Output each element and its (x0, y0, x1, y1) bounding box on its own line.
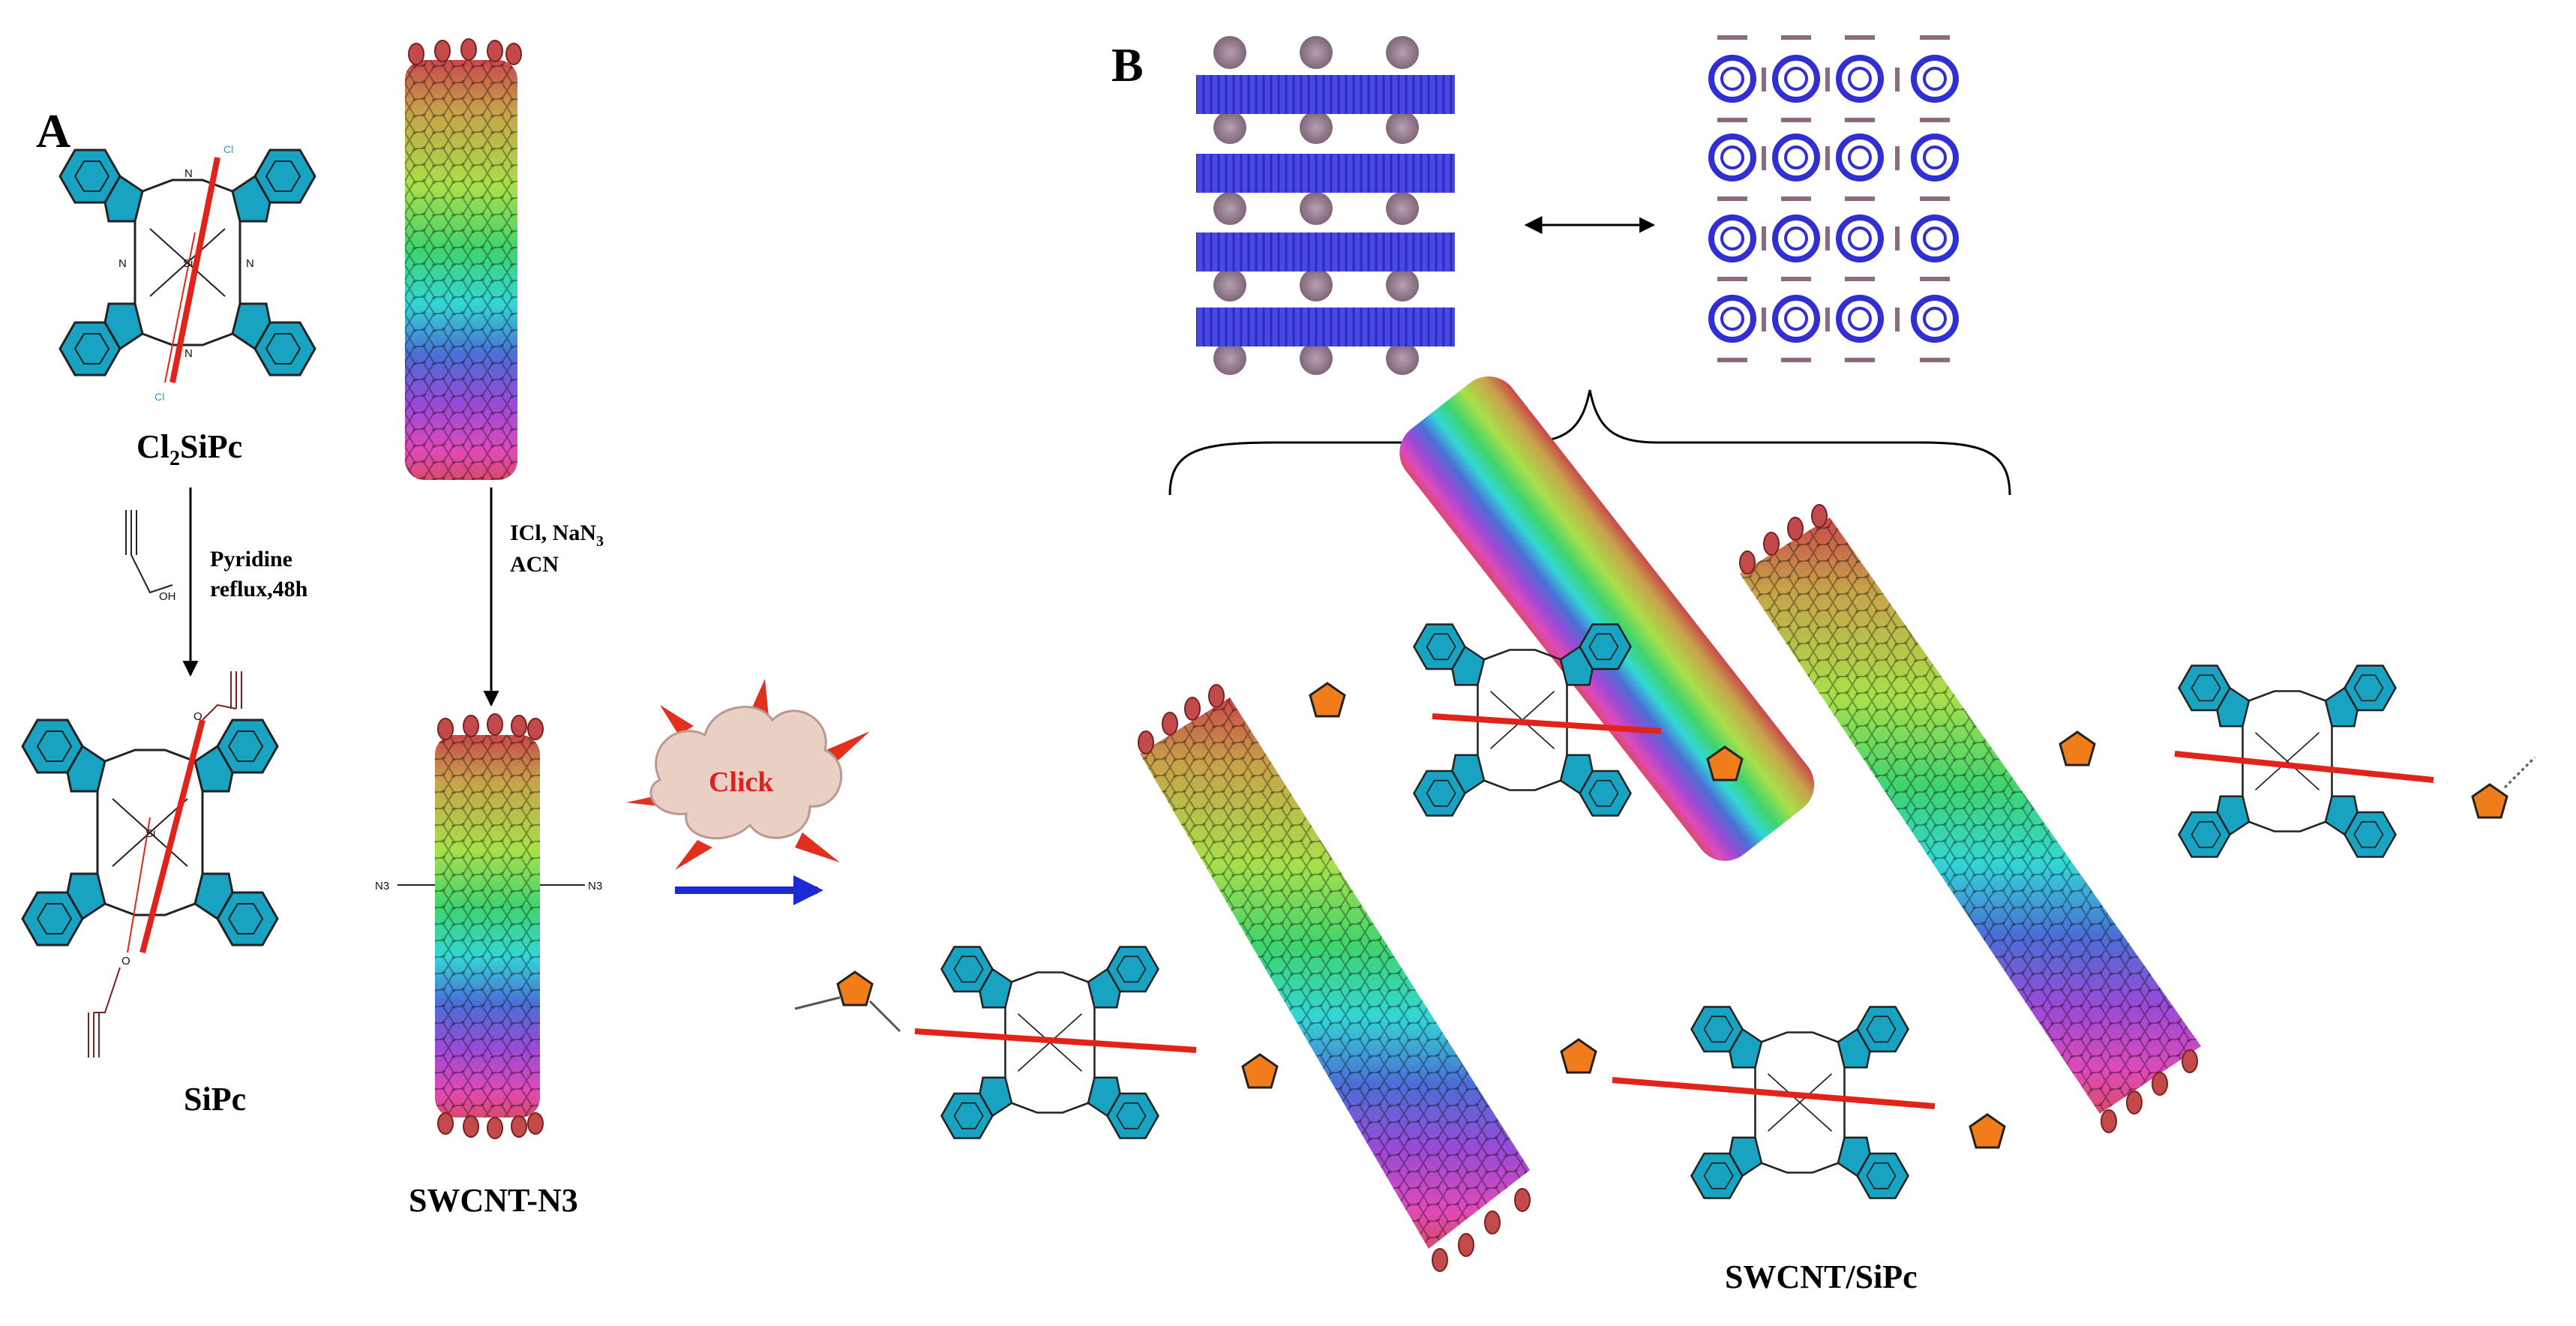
cl2sipc-label: Cl2SiPc (136, 428, 242, 470)
product-nanotube-1 (1399, 376, 1815, 861)
triazole-linker (1969, 1113, 2006, 1149)
linker-bond (794, 996, 901, 1033)
step1-condition-1: Pyridine (210, 547, 292, 572)
triazole-linker (1560, 1038, 1597, 1074)
axial-cl-bottom: Cl (154, 391, 164, 403)
si-atom: Si (183, 257, 193, 270)
horizontal-tube-array (1196, 36, 1455, 375)
n-atom: N (184, 167, 193, 180)
triazole-linker (1241, 1053, 1279, 1089)
linker-bond (2503, 756, 2536, 789)
axial-bond (914, 1028, 1197, 1053)
cl2sipc-molecule: Cl Cl Si N N N N (58, 143, 316, 403)
axial-bond (1612, 1077, 1936, 1109)
triazole-linker (2471, 783, 2509, 819)
n-atom: N (184, 347, 193, 360)
product-sipc-right (2178, 664, 2397, 858)
triazole-linker (1309, 682, 1346, 718)
n-atom: N (118, 257, 127, 270)
n-atom: N (246, 257, 254, 270)
step1-condition-2: reflux,48h (210, 577, 308, 602)
sipc-label: SiPc (184, 1081, 246, 1118)
triazole-linker (836, 970, 874, 1006)
azide-right: N3 (588, 880, 602, 892)
swcnt-n3-molecule: N3 N3 (375, 713, 602, 1139)
swcnt-pristine (405, 38, 522, 480)
swcnt-n3-label: SWCNT-N3 (409, 1182, 578, 1219)
si-atom: Si (145, 827, 155, 840)
step2-condition-1: ICl, NaN3 (510, 520, 604, 550)
grouping-brace (1168, 389, 2011, 496)
product-nanotube-1-body (1138, 684, 1531, 1272)
product-nanotube-2 (1739, 504, 2201, 1133)
axial-cl-top: Cl (223, 143, 233, 155)
propargyl-alcohol-reagent: OH (125, 510, 176, 603)
oxygen-atom-bottom: O (121, 955, 130, 968)
tube-cross-section-array (1708, 35, 1959, 362)
axial-bond (2174, 751, 2434, 783)
click-label: Click (709, 766, 774, 798)
panel-b-label: B (1111, 38, 1144, 92)
swcnt-sipc-label: SWCNT/SiPc (1725, 1258, 1918, 1295)
oxygen-atom-top: O (193, 710, 202, 723)
azide-left: N3 (375, 880, 389, 892)
step2-condition-2: ACN (510, 552, 559, 577)
sipc-molecule: O O Si (21, 671, 279, 1058)
triazole-linker (2059, 730, 2096, 766)
click-burst: Click (626, 679, 870, 870)
axial-bond (1432, 713, 1662, 734)
panel-a-label: A (36, 104, 70, 158)
hydroxyl-label: OH (159, 590, 176, 603)
